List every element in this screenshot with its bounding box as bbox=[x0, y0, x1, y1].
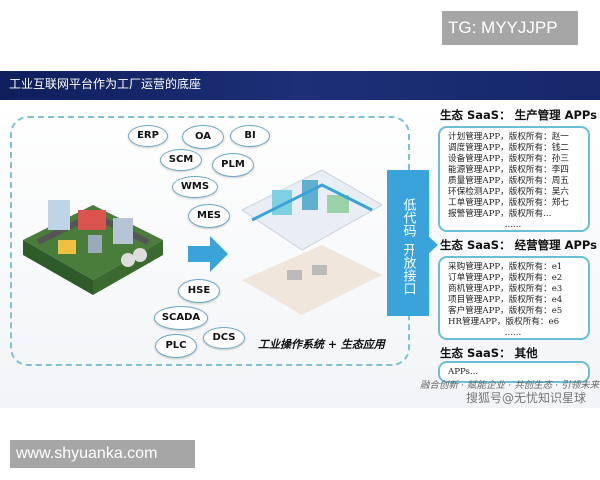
other-saas-title: 生态 SaaS： 其他 bbox=[440, 346, 538, 360]
watermark-tg: TG: MYYJJPP bbox=[442, 11, 578, 45]
list-item: 客户管理APP，版权所有：e5 bbox=[448, 306, 563, 316]
bubble-oa: OA bbox=[182, 125, 224, 149]
page-title: 工业互联网平台作为工厂运营的底座 bbox=[0, 71, 600, 100]
list-item: 报警管理APP，版权所有... bbox=[448, 209, 552, 219]
platform-illustration bbox=[241, 169, 382, 315]
more-ellipsis: ...... bbox=[504, 220, 522, 230]
production-apps-list: 计划管理APP，版权所有：赵一 调度管理APP，版权所有：钱二 设备管理APP，… bbox=[438, 126, 590, 232]
list-item: 项目管理APP，版权所有：e4 bbox=[448, 295, 563, 305]
list-item: HR管理APP，版权所有：e6 bbox=[448, 317, 560, 327]
list-item: 采购管理APP，版权所有：e1 bbox=[448, 262, 563, 272]
list-item: 计划管理APP，版权所有：赵一 bbox=[448, 132, 569, 142]
business-apps-list: 采购管理APP，版权所有：e1 订单管理APP，版权所有：e2 商机管理APP，… bbox=[438, 256, 590, 340]
arrow-right-icon bbox=[188, 236, 228, 272]
bubble-mes: MES bbox=[188, 204, 230, 228]
list-item: 环保检测APP，版权所有：吴六 bbox=[448, 187, 569, 197]
other-apps-list: APPs... bbox=[438, 361, 590, 383]
sohu-watermark: 搜狐号@无忧知识星球 bbox=[466, 391, 587, 405]
bubble-plc: DCS bbox=[203, 327, 245, 349]
bubble-wms: WMS bbox=[172, 176, 218, 198]
os-caption: 工业操作系统 + 生态应用 bbox=[258, 338, 385, 351]
list-item: 设备管理APP，版权所有：孙三 bbox=[448, 154, 569, 164]
more-ellipsis: ...... bbox=[504, 328, 522, 338]
business-saas-title: 生态 SaaS： 经营管理 APPs bbox=[440, 238, 597, 252]
arrow-right-icon bbox=[414, 234, 438, 256]
list-item: 调度管理APP，版权所有：钱二 bbox=[448, 143, 569, 153]
bubble-scm: SCM bbox=[160, 149, 202, 171]
bubble-plm: PLM bbox=[212, 153, 254, 177]
list-item: 工单管理APP，版权所有：郑七 bbox=[448, 198, 569, 208]
list-item: 质量管理APP，版权所有：周五 bbox=[448, 176, 569, 186]
list-item: 能源管理APP，版权所有：李四 bbox=[448, 165, 569, 175]
production-saas-title: 生态 SaaS： 生产管理 APPs bbox=[440, 108, 597, 122]
slogan: 融合创新 · 赋能企业 · 共创生态 · 引领未来 bbox=[420, 380, 600, 391]
list-item: 商机管理APP，版权所有：e3 bbox=[448, 284, 563, 294]
factory-illustration bbox=[23, 200, 163, 295]
list-item: APPs... bbox=[448, 367, 479, 377]
bubble-scada: SCADA bbox=[154, 306, 208, 330]
bubble-erp: ERP bbox=[128, 125, 168, 147]
bubble-dcs: PLC bbox=[155, 334, 197, 358]
bubble-bi: BI bbox=[230, 125, 270, 147]
open-api-label: 开放接口 bbox=[400, 242, 416, 295]
low-code-label: 低代码 bbox=[400, 197, 416, 237]
low-code-open-api: 低代码 开放接口 bbox=[387, 170, 429, 316]
bubble-hse: HSE bbox=[178, 279, 220, 303]
list-item: 订单管理APP，版权所有：e2 bbox=[448, 273, 563, 283]
watermark-url: www.shyuanka.com bbox=[10, 440, 195, 468]
